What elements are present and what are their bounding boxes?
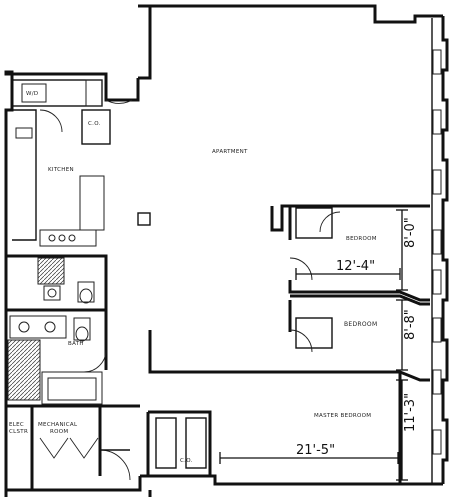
elec-label-2: CLSTR (9, 429, 28, 435)
mechanical-area (30, 406, 131, 490)
elec-label: ELEC (9, 422, 24, 428)
master-width-dim: 21'-5" (296, 443, 335, 458)
bath-area (6, 254, 140, 408)
apartment-label: APARTMENT (212, 149, 248, 155)
dimension-lines (219, 209, 408, 481)
living-walls (148, 330, 402, 484)
master-depth-dim: 11'-3" (403, 393, 418, 432)
wd-label: W/D (26, 91, 38, 97)
closet-top-label: C.O. (88, 121, 101, 127)
closet-bottom (146, 410, 212, 476)
bath-label: BATH (68, 341, 84, 347)
mechanical-label: MECHANICAL (38, 422, 78, 428)
kitchen-area (12, 109, 105, 247)
master-bedroom-label: MASTER BEDROOM (314, 413, 371, 419)
windows (431, 18, 442, 484)
bedroom-small-width-dim: 12'-4" (336, 259, 375, 274)
mechanical-label-2: ROOM (50, 429, 68, 435)
bedroom-label: BEDROOM (344, 321, 377, 328)
closet-bottom-label: C.O. (180, 458, 193, 464)
outer-walls (4, 4, 449, 497)
kitchen-label: KITCHEN (48, 167, 74, 173)
bedroom-walls (160, 300, 430, 382)
laundry-area (11, 79, 133, 145)
bedroom-small-walls (270, 204, 430, 306)
column (137, 212, 151, 226)
bedroom-small-depth-dim: 8'-0" (403, 217, 418, 248)
bedroom-small-label: BEDROOM (346, 236, 377, 242)
bedroom-depth-dim: 8'-8" (403, 309, 418, 340)
